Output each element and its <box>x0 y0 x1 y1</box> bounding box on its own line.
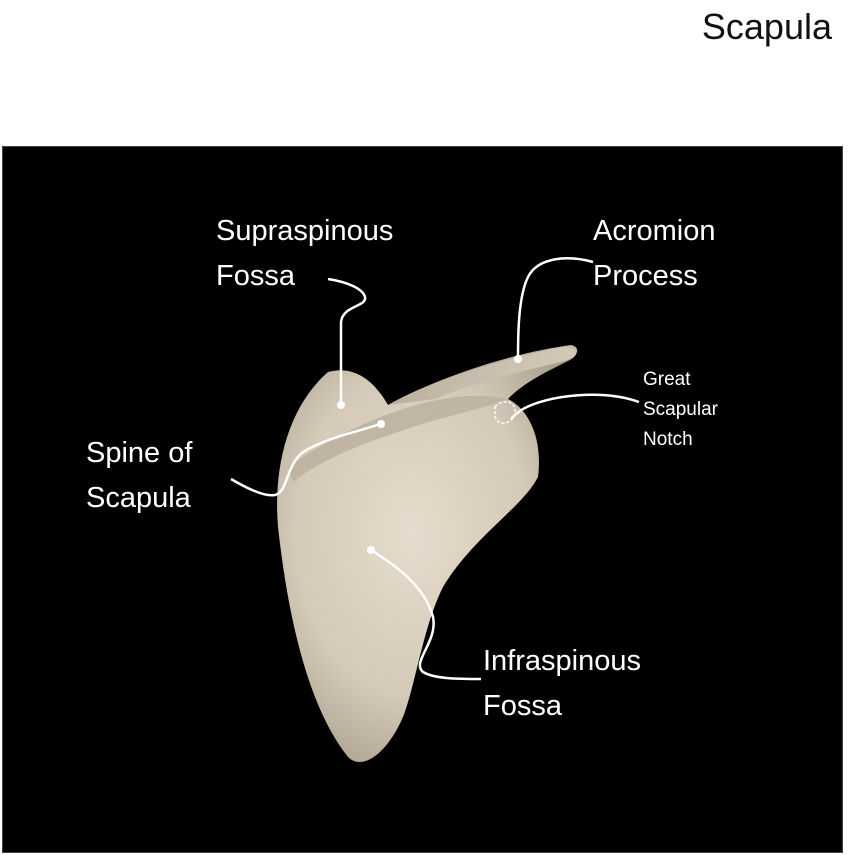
acromion-ridge <box>388 345 578 405</box>
label-notch-line2: Scapular <box>643 399 718 420</box>
dot-spine <box>377 420 385 428</box>
leader-acromion <box>516 257 594 360</box>
label-supraspinous-fossa: Supraspinous Fossa <box>216 209 393 299</box>
label-acromion-process: Acromion Process <box>593 209 716 299</box>
leader-lines <box>230 257 640 681</box>
dot-supraspinous <box>337 401 345 409</box>
leader-dots <box>337 355 522 554</box>
label-infraspinous-line2: Fossa <box>483 690 562 722</box>
label-acromion-line2: Process <box>593 260 698 292</box>
slide-title: Scapula <box>701 6 832 47</box>
leader-notch <box>510 393 640 420</box>
label-supraspinous-line1: Supraspinous <box>216 215 394 247</box>
leader-spine <box>230 422 381 497</box>
label-spine-line2: Scapula <box>86 482 191 514</box>
leader-supraspinous <box>327 277 367 405</box>
scapula-diagram <box>230 257 640 763</box>
label-notch-line3: Notch <box>643 429 693 450</box>
scapula-bone <box>277 347 577 763</box>
label-notch-line1: Great <box>643 369 691 390</box>
label-infraspinous-fossa: Infraspinous Fossa <box>483 639 641 729</box>
leader-infraspinous <box>370 548 482 681</box>
spine-ridge <box>288 395 508 482</box>
label-infraspinous-line1: Infraspinous <box>483 645 641 677</box>
dot-infraspinous <box>367 546 375 554</box>
label-supraspinous-line2: Fossa <box>216 260 295 292</box>
label-spine-of-scapula: Spine of Scapula <box>86 431 192 521</box>
dot-acromion <box>514 355 522 363</box>
diagram-panel: Supraspinous Fossa Acromion Process Grea… <box>2 146 843 853</box>
label-acromion-line1: Acromion <box>593 215 716 247</box>
label-spine-line1: Spine of <box>86 437 193 469</box>
label-great-scapular-notch: Great Scapular Notch <box>643 365 718 455</box>
